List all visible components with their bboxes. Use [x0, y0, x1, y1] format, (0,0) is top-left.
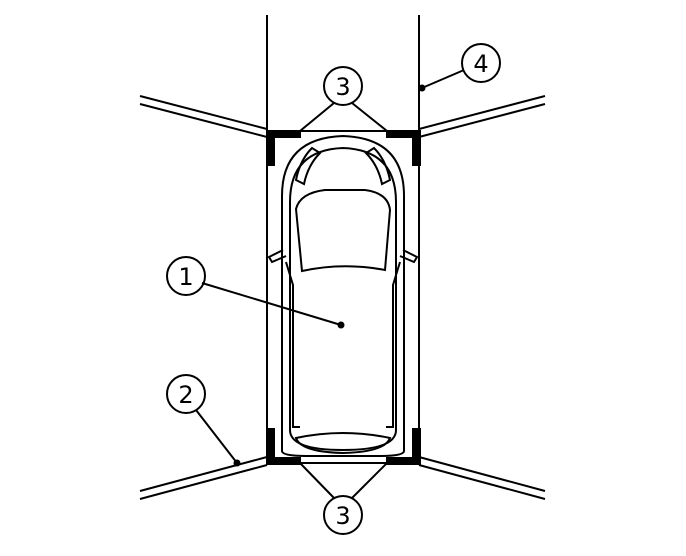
callout-3-bottom: 3	[323, 495, 363, 535]
callout-2-label: 2	[178, 381, 193, 409]
leader-lines	[195, 69, 465, 499]
callout-4-label: 4	[473, 50, 488, 78]
callout-1: 1	[166, 256, 206, 296]
vehicle	[267, 134, 419, 457]
callout-3-top: 3	[323, 66, 363, 106]
adjacent-lines	[139, 95, 546, 500]
callout-1-label: 1	[178, 263, 193, 291]
corner-markers	[266, 130, 421, 465]
callout-4: 4	[461, 43, 501, 83]
callout-3-bottom-label: 3	[335, 502, 350, 530]
callout-3-top-label: 3	[335, 73, 350, 101]
callout-2: 2	[166, 374, 206, 414]
